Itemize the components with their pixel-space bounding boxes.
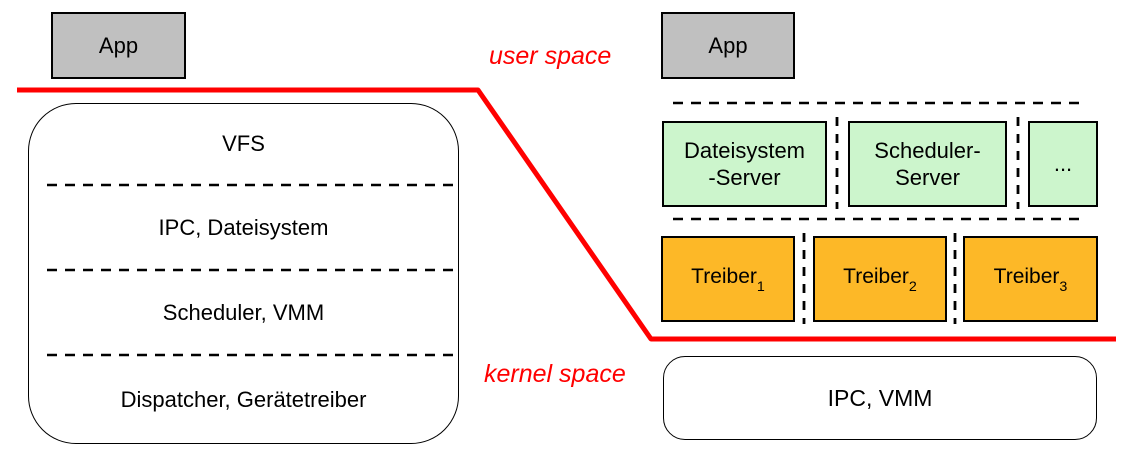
- microkernel-app-box: App: [661, 12, 795, 79]
- driver-2-label: Treiber2: [843, 265, 917, 296]
- server-box-dateisystem: Dateisystem -Server: [662, 121, 827, 207]
- layer-label-vfs: VFS: [222, 131, 265, 156]
- driver-1-label: Treiber1: [691, 265, 765, 296]
- server-dateisystem-line1: Dateisystem: [683, 137, 806, 163]
- user-space-label: user space: [489, 42, 612, 70]
- layer-label-dispatcher: Dispatcher, Gerätetreiber: [120, 386, 367, 412]
- server-box-ellipsis: ...: [1028, 121, 1098, 207]
- microkernel-app-label: App: [708, 32, 748, 58]
- layer-label-ipc-dateisystem: IPC, Dateisystem: [158, 214, 329, 240]
- layer-label-scheduler-vmm: Scheduler, VMM: [162, 299, 325, 325]
- driver-box-2: Treiber2: [813, 236, 947, 322]
- driver-3-label: Treiber3: [993, 265, 1068, 296]
- kernel-space-label: kernel space: [484, 360, 626, 388]
- monolithic-layer-vfs: VFS: [28, 103, 459, 185]
- microkernel-kernel-box: IPC, VMM: [663, 356, 1097, 440]
- microkernel-kernel-label: IPC, VMM: [827, 384, 933, 411]
- server-ellipsis-label: ...: [1053, 151, 1073, 177]
- monolithic-app-label: App: [98, 32, 139, 58]
- server-box-scheduler: Scheduler- Server: [848, 121, 1007, 207]
- server-dateisystem-line2: -Server: [708, 165, 781, 190]
- server-scheduler-line2: Server: [895, 165, 960, 190]
- driver-box-3: Treiber3: [963, 236, 1098, 322]
- monolithic-layer-scheduler-vmm: Scheduler, VMM: [28, 270, 459, 355]
- monolithic-layer-ipc-dateisystem: IPC, Dateisystem: [28, 185, 459, 270]
- driver-box-1: Treiber1: [661, 236, 795, 322]
- server-scheduler-line1: Scheduler-: [874, 137, 981, 163]
- monolithic-layer-dispatcher: Dispatcher, Gerätetreiber: [28, 355, 459, 444]
- monolithic-app-box: App: [51, 12, 186, 79]
